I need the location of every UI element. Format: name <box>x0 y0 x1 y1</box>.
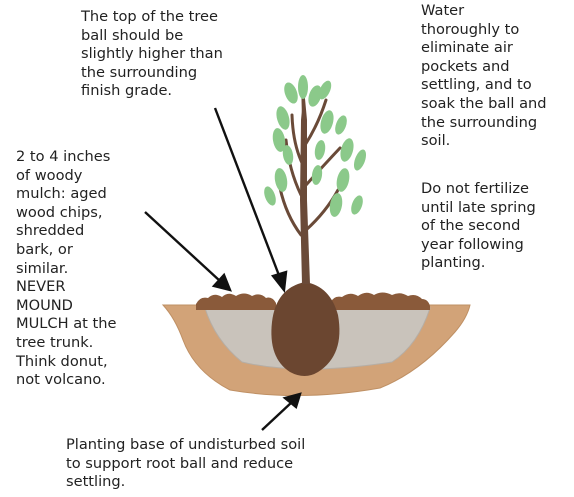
text-line: 2 to 4 inches <box>16 148 116 167</box>
arrow-base <box>262 402 292 430</box>
text-line: settling, and to <box>421 76 547 95</box>
text-line: Think donut, <box>16 353 116 372</box>
text-line: of woody <box>16 167 116 186</box>
text-line: not volcano. <box>16 371 116 390</box>
text-line: the surrounding <box>421 114 547 133</box>
text-line: The top of the tree <box>81 8 223 27</box>
text-line: soak the ball and <box>421 95 547 114</box>
annotation-fertilize: Do not fertilize until late spring of th… <box>421 180 536 273</box>
text-line: soil. <box>421 132 547 151</box>
annotation-water: Water thoroughly to eliminate air pocket… <box>421 2 547 151</box>
arrow-mulch <box>145 212 220 281</box>
text-line: of the second <box>421 217 536 236</box>
annotation-planting-base: Planting base of undisturbed soil to sup… <box>66 436 305 492</box>
annotation-mulch: 2 to 4 inches of woody mulch: aged wood … <box>16 148 116 390</box>
text-line: NEVER <box>16 278 116 297</box>
root-ball <box>271 282 339 376</box>
text-line: settling. <box>66 473 305 492</box>
text-line: the surrounding <box>81 64 223 83</box>
text-line: eliminate air <box>421 39 547 58</box>
text-line: Water <box>421 2 547 21</box>
text-line: thoroughly to <box>421 21 547 40</box>
text-line: mulch: aged <box>16 185 116 204</box>
mulch-left <box>196 294 276 311</box>
text-line: wood chips, <box>16 204 116 223</box>
text-line: similar. <box>16 260 116 279</box>
text-line: until late spring <box>421 199 536 218</box>
text-line: year following <box>421 236 536 255</box>
text-line: planting. <box>421 254 536 273</box>
annotation-top-of-ball: The top of the tree ball should be sligh… <box>81 8 223 101</box>
text-line: pockets and <box>421 58 547 77</box>
text-line: to support root ball and reduce <box>66 455 305 474</box>
text-line: bark, or <box>16 241 116 260</box>
text-line: MOUND <box>16 297 116 316</box>
text-line: Do not fertilize <box>421 180 536 199</box>
text-line: MULCH at the <box>16 315 116 334</box>
text-line: finish grade. <box>81 82 223 101</box>
mulch-right <box>330 293 430 311</box>
text-line: ball should be <box>81 27 223 46</box>
text-line: tree trunk. <box>16 334 116 353</box>
tree-leaves <box>262 75 369 218</box>
text-line: slightly higher than <box>81 45 223 64</box>
text-line: Planting base of undisturbed soil <box>66 436 305 455</box>
text-line: shredded <box>16 222 116 241</box>
